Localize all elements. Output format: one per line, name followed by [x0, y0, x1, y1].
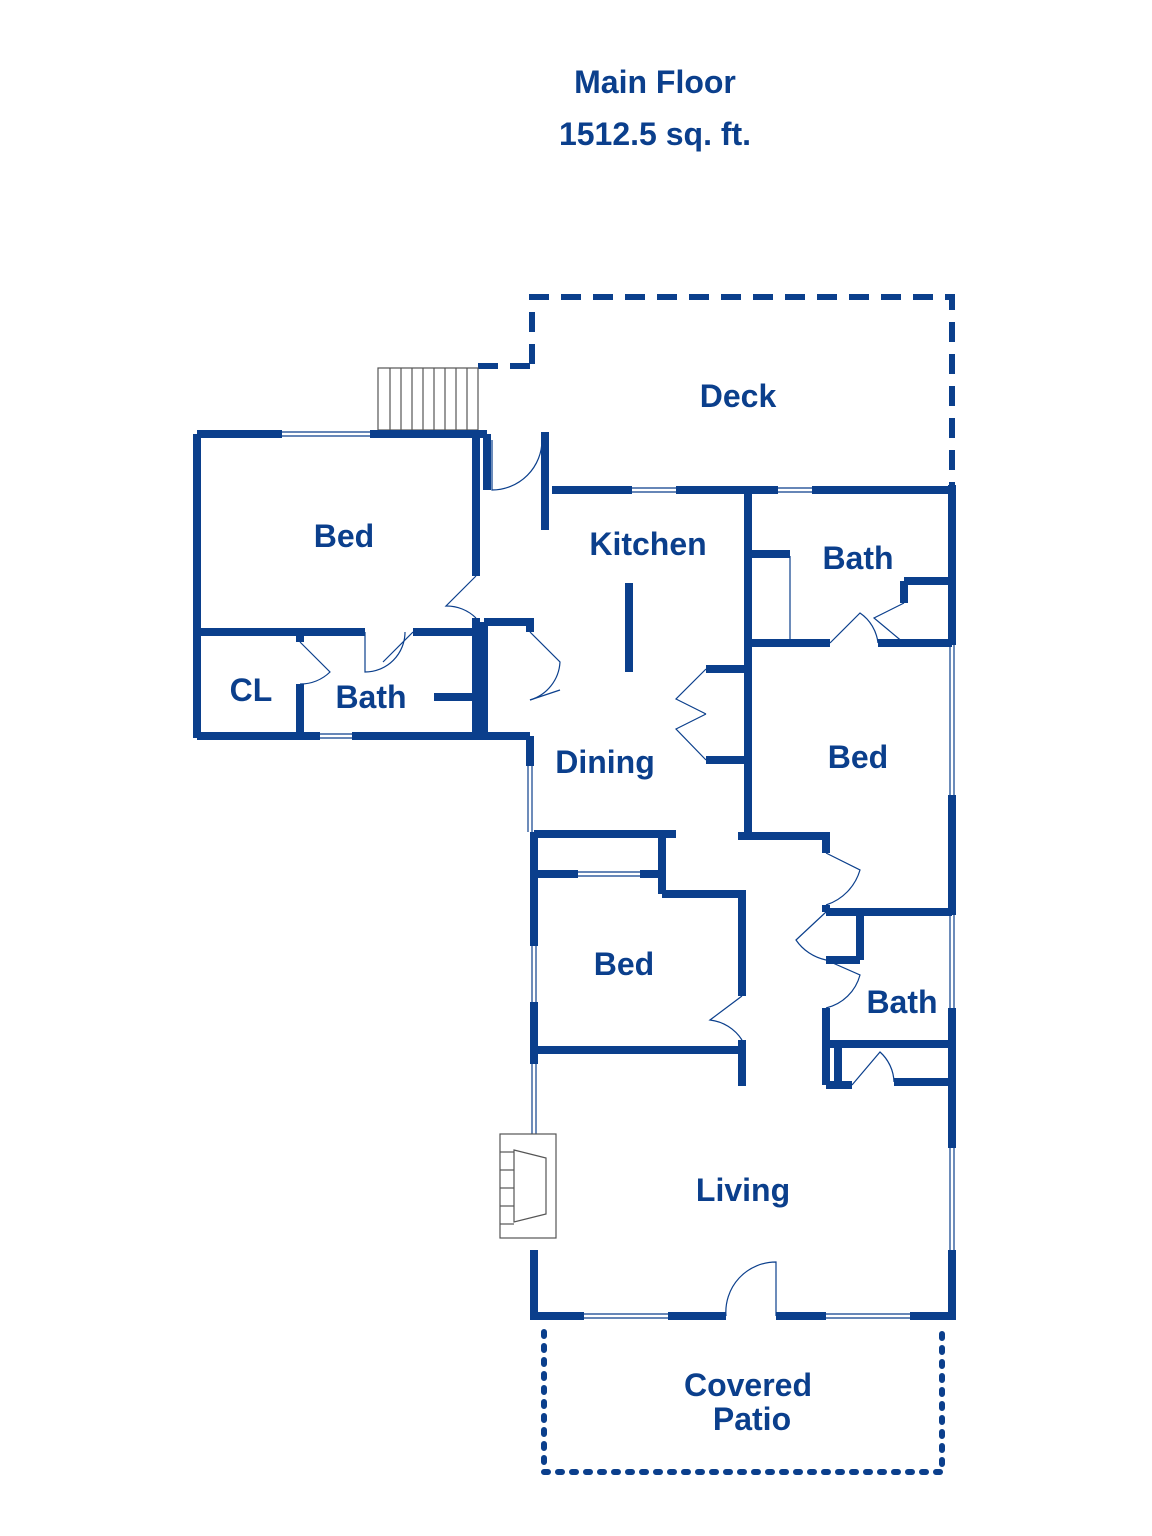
doors: [299, 439, 905, 1317]
room-label-kitchen: Kitchen: [589, 526, 706, 562]
covered-patio-outline: [541, 1329, 945, 1475]
room-label-bath-se: Bath: [866, 984, 937, 1020]
fireplace-icon: [499, 1133, 557, 1239]
room-label-covered-patio-line2: Patio: [713, 1401, 791, 1437]
room-label-covered-patio-line1: Covered: [684, 1367, 812, 1403]
room-label-bed-e: Bed: [828, 739, 888, 775]
room-label-bath-w: Bath: [335, 679, 406, 715]
room-label-deck: Deck: [700, 378, 777, 414]
room-label-bed-s: Bed: [594, 946, 654, 982]
room-label-closet: CL: [230, 672, 273, 708]
plan-title: Main Floor: [574, 64, 736, 100]
windows: [282, 431, 955, 1319]
room-label-living: Living: [696, 1172, 790, 1208]
room-label-dining: Dining: [555, 744, 655, 780]
stairs-icon: [377, 367, 479, 431]
deck-outline: [478, 294, 955, 485]
room-label-bath-ne: Bath: [822, 540, 893, 576]
plan-area: 1512.5 sq. ft.: [558, 116, 752, 152]
room-label-bed-nw: Bed: [314, 518, 374, 554]
walls: [193, 430, 956, 1320]
